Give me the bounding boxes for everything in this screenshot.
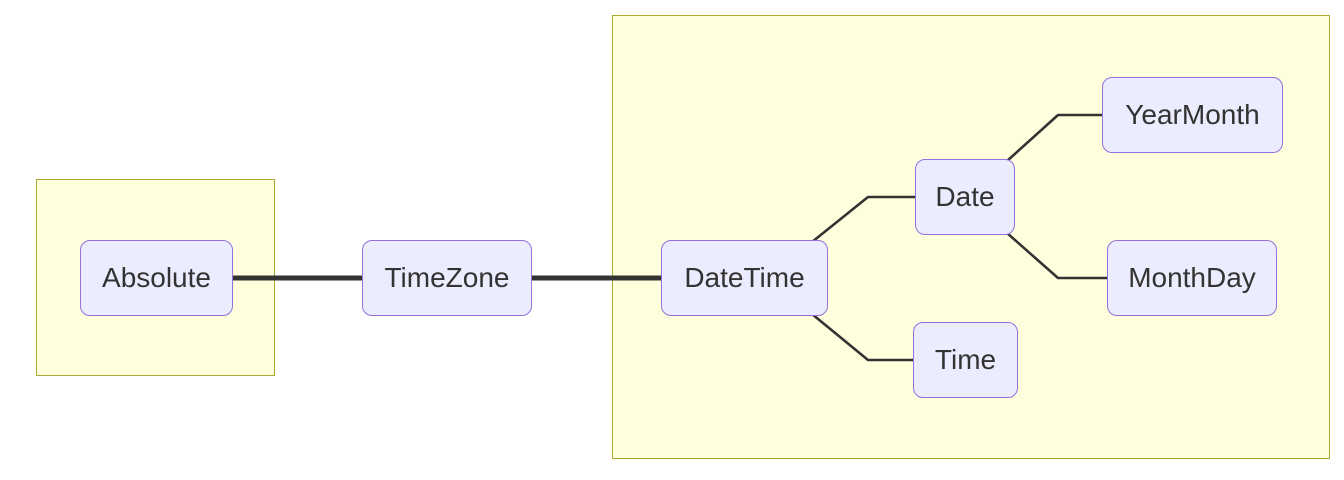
- node-datetime-label: DateTime: [684, 262, 805, 293]
- node-time-label: Time: [934, 344, 997, 375]
- node-timezone-label: TimeZone: [384, 262, 510, 293]
- node-yearmonth: YearMonth: [1102, 77, 1283, 153]
- node-monthday: MonthDay: [1107, 240, 1277, 316]
- node-date-label: Date: [935, 181, 995, 212]
- node-monthday-label: MonthDay: [1128, 262, 1256, 293]
- node-timezone: TimeZone: [362, 240, 532, 316]
- node-date: Date: [915, 159, 1015, 235]
- node-absolute: Absolute: [80, 240, 233, 316]
- node-datetime: DateTime: [661, 240, 828, 316]
- node-absolute-label: Absolute: [102, 262, 211, 293]
- node-time: Time: [913, 322, 1018, 398]
- node-yearmonth-label: YearMonth: [1125, 99, 1260, 130]
